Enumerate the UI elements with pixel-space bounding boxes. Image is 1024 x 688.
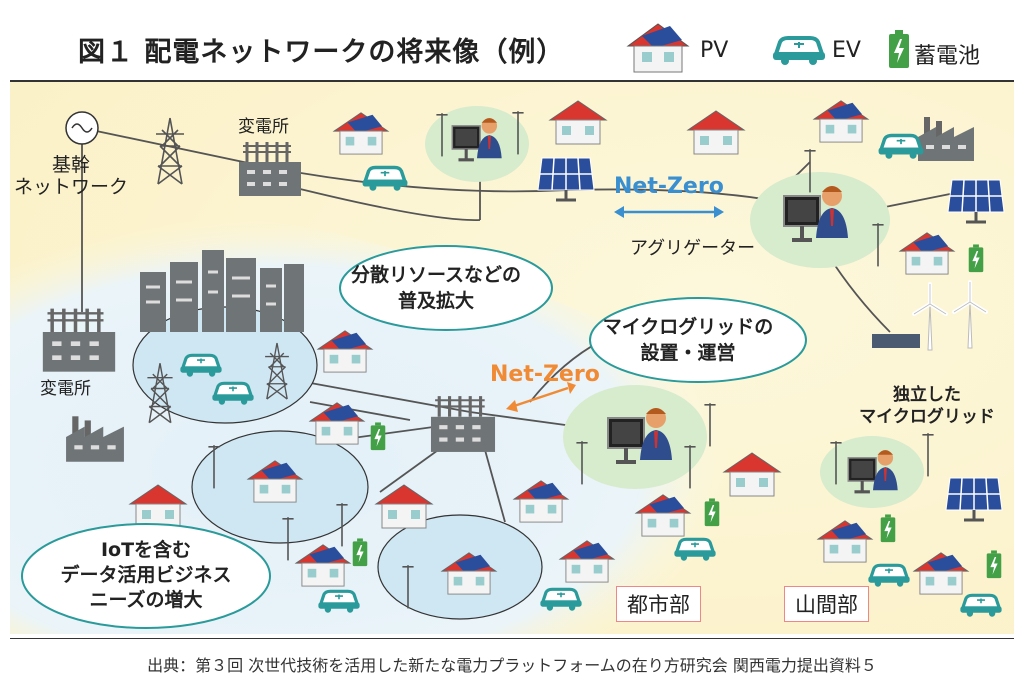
distribution-network-diagram [10,82,1014,634]
area-urban-label: 都市部 [616,586,701,622]
footer-rule [10,638,1014,639]
legend-ev-label: EV [832,38,861,63]
substation-top-label: 変電所 [238,117,289,137]
battery-icon [352,538,368,567]
source-caption: 出典：第３回 次世代技術を活用した新たな電力プラットフォームの在り方研究会 関西… [147,656,877,675]
bubble-iot-label: IoTを含む データ活用ビジネス ニーズの増大 [60,539,232,611]
legend: PV EV 蓄電池 [0,18,1024,78]
trunk-network-label: 基幹 ネットワーク [14,154,129,198]
legend-battery-label: 蓄電池 [914,44,981,69]
bubble-resources-label: 分散リソースなどの 普及拡大 [350,264,522,312]
battery-icon [370,422,386,451]
bubble-resources [339,245,553,331]
battery-icon [880,514,896,543]
net-zero-arrow-top [614,206,724,218]
header-rule [10,80,1014,82]
bubble-iot [21,523,271,629]
battery-icon [889,30,909,68]
independent-microgrid-label: 独立した マイクログリッド [859,385,995,427]
ev-car-icon [773,36,825,65]
bubble-microgrid-label: マイクログリッドの 設置・運営 [602,316,774,364]
wind-farm-base [872,334,920,348]
net-zero-top-label: Net-Zero [614,174,724,199]
battery-icon [968,244,984,273]
substation-left-label: 変電所 [40,379,91,399]
aggregator-label: アグリゲーター [630,238,756,259]
legend-pv-label: PV [700,38,729,63]
net-zero-arrow-middle [506,382,576,412]
net-zero-middle-label: Net-Zero [490,362,600,387]
battery-icon [986,550,1002,579]
area-mountain-label: 山間部 [784,586,869,622]
pv-house-icon [626,23,690,73]
urban-zone-ellipse-1 [132,306,318,424]
bubble-microgrid [589,297,807,383]
battery-icon [704,498,720,527]
figure-title: 図１ 配電ネットワークの将来像（例） [78,37,565,68]
